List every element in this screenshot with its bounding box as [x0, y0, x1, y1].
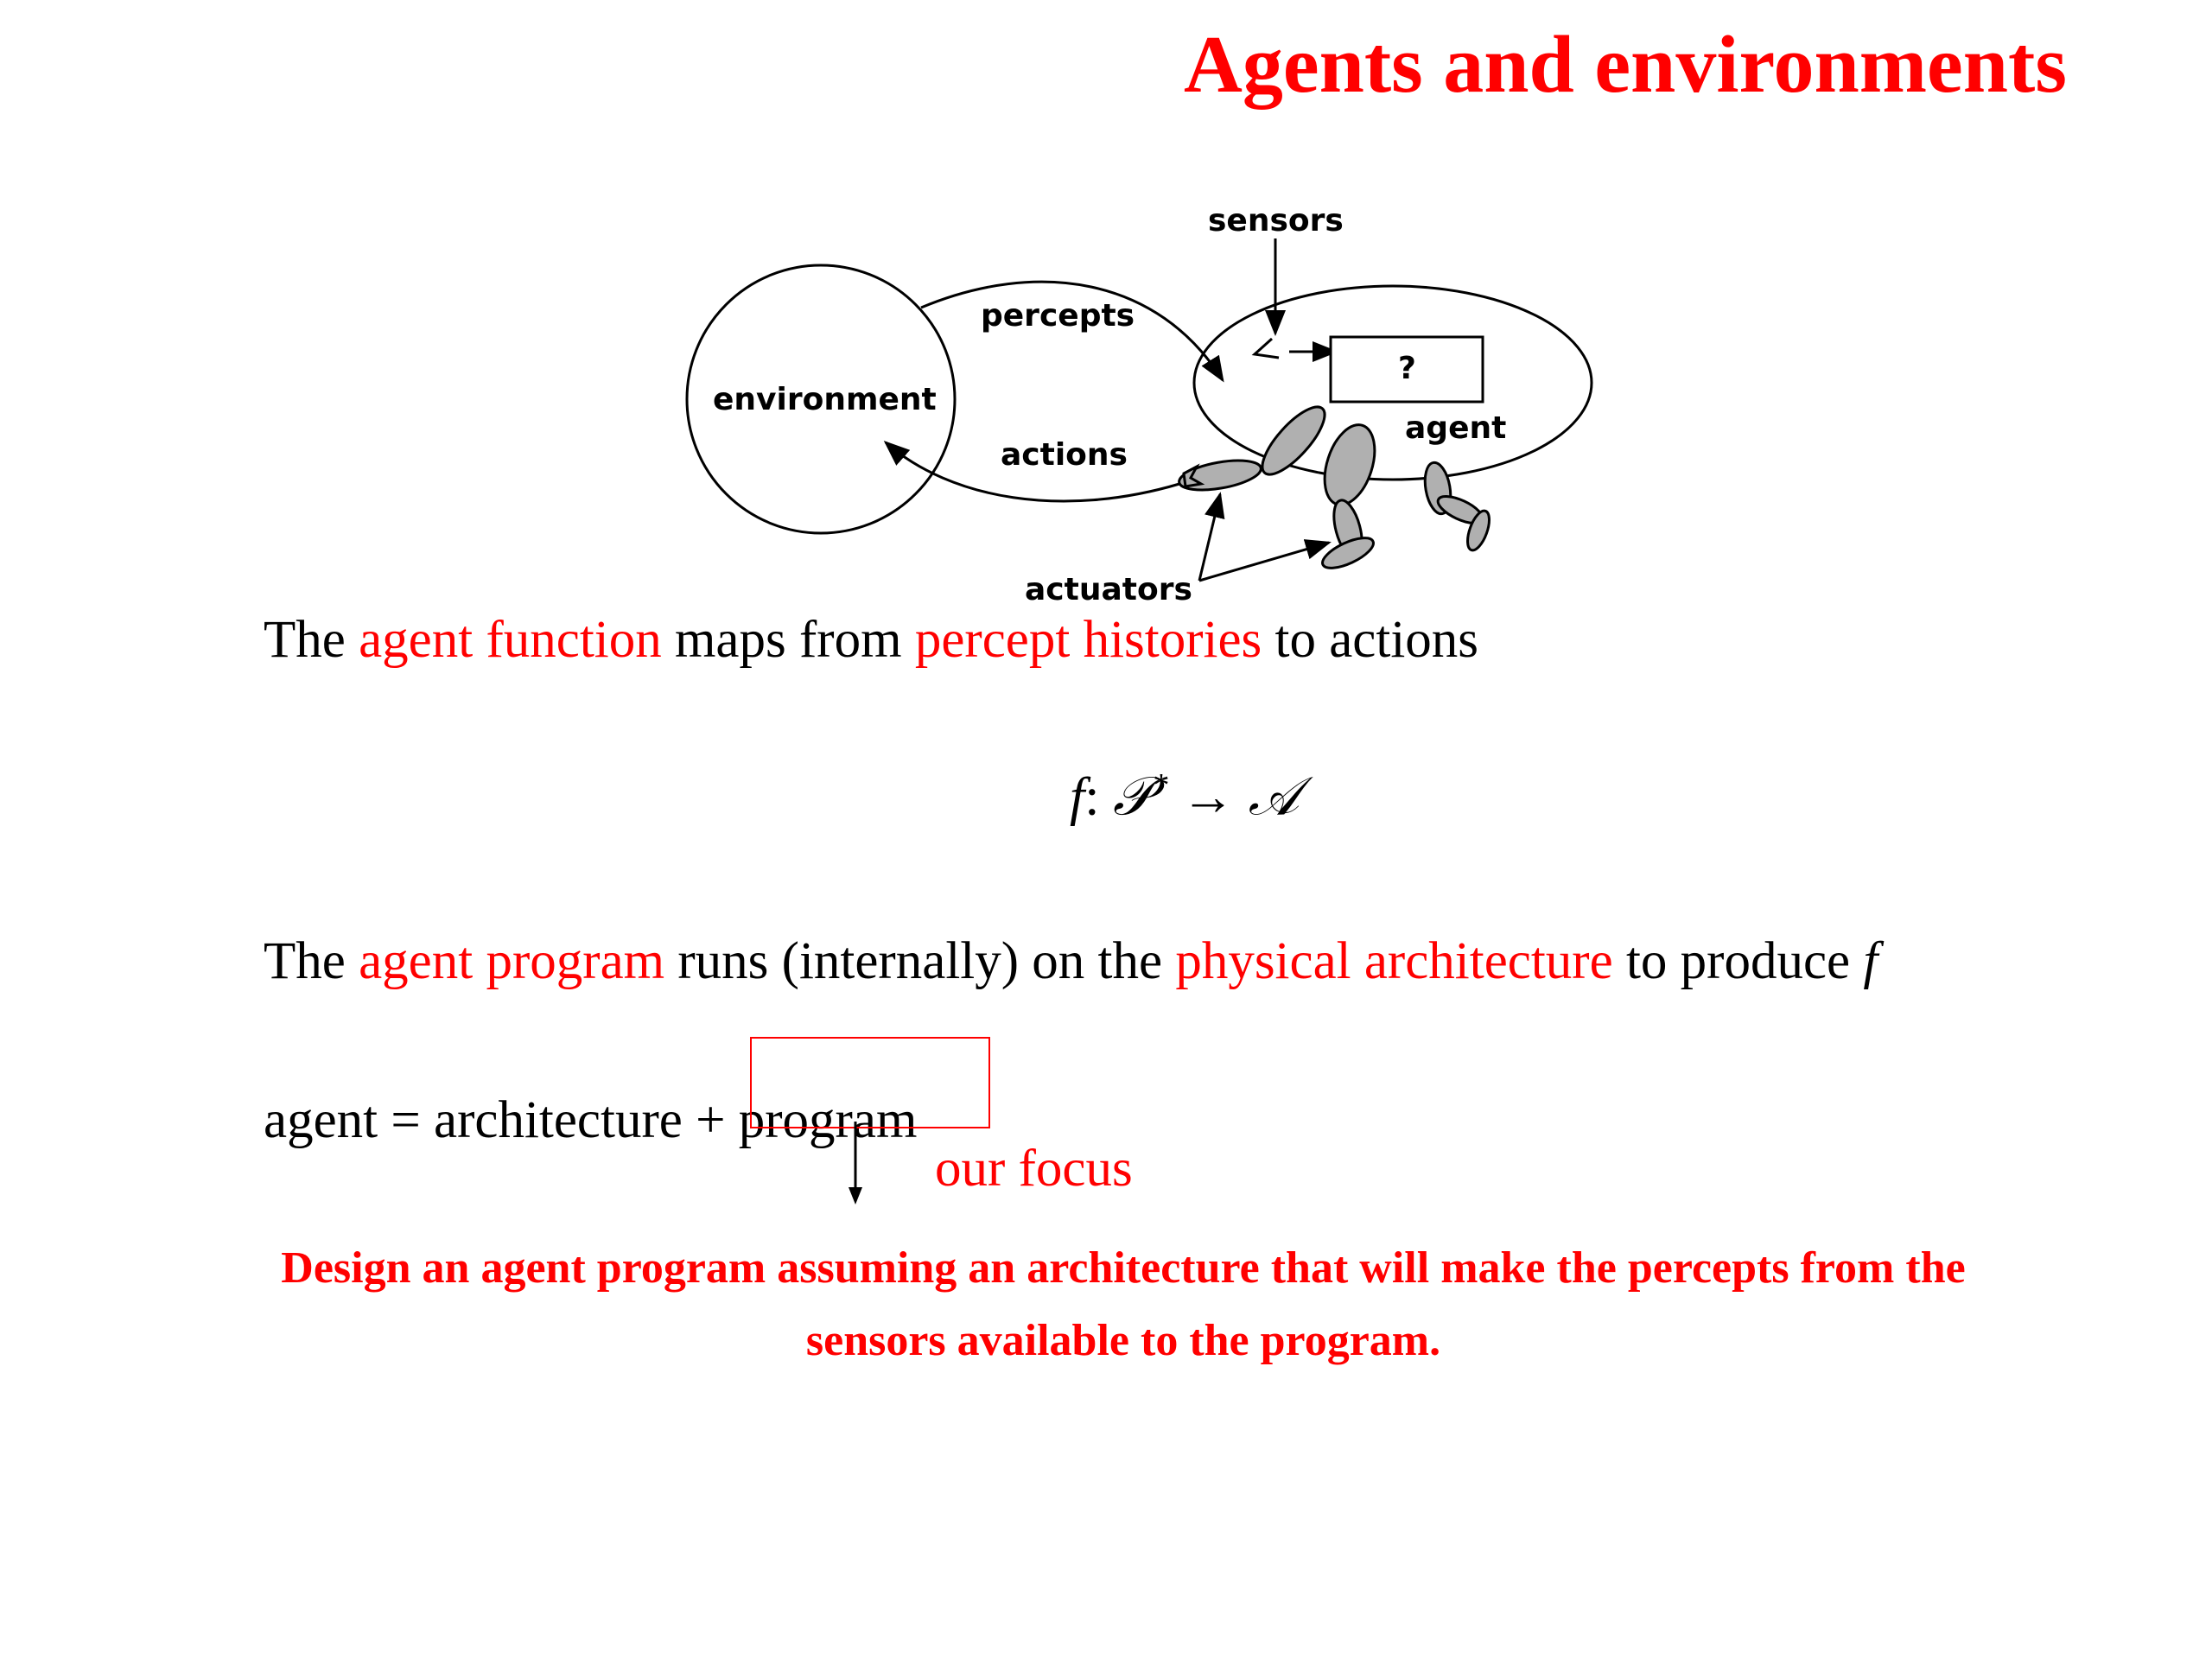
slide-title: Agents and environments — [1184, 20, 2067, 110]
focus-label: our focus — [935, 1140, 1133, 1198]
agent-ellipse — [1192, 284, 1593, 481]
design-statement: Design an agent program assuming an arch… — [281, 1243, 1966, 1365]
sensor-eye-icon — [1251, 337, 1280, 359]
actions-label: actions — [1001, 437, 1128, 473]
term-agent-program: agent program — [359, 932, 665, 990]
actuators-arrow-1 — [1198, 492, 1225, 582]
program-focus-box — [750, 1037, 990, 1128]
agent-program-box-label: ? — [1398, 351, 1416, 386]
agent-function-formula: f: 𝒫* → 𝒜 — [1070, 767, 1300, 827]
focus-arrow — [849, 1122, 862, 1205]
agent-environment-diagram: environment percepts actions sensors ? a… — [685, 203, 1593, 607]
actuators-label: actuators — [1025, 572, 1192, 607]
environment-label: environment — [713, 382, 937, 417]
agent-program-box — [1329, 335, 1484, 404]
term-percept-histories: percept histories — [914, 611, 1262, 669]
environment-circle — [685, 264, 957, 535]
agent-function-sentence: The agent function maps from percept his… — [264, 611, 1479, 669]
actions-arrow — [883, 441, 1180, 503]
term-physical-architecture: physical architecture — [1175, 932, 1613, 990]
percepts-label: percepts — [981, 298, 1135, 334]
agent-equation: agent = architecture + program — [264, 1091, 918, 1149]
sensors-label: sensors — [1208, 203, 1344, 238]
actuator-limbs — [1178, 405, 1491, 569]
agent-label: agent — [1405, 410, 1506, 446]
actuators-arrow-2 — [1198, 539, 1332, 582]
percepts-arrow — [920, 280, 1224, 383]
term-agent-function: agent function — [359, 611, 662, 669]
agent-program-sentence: The agent program runs (internally) on t… — [264, 932, 1878, 990]
